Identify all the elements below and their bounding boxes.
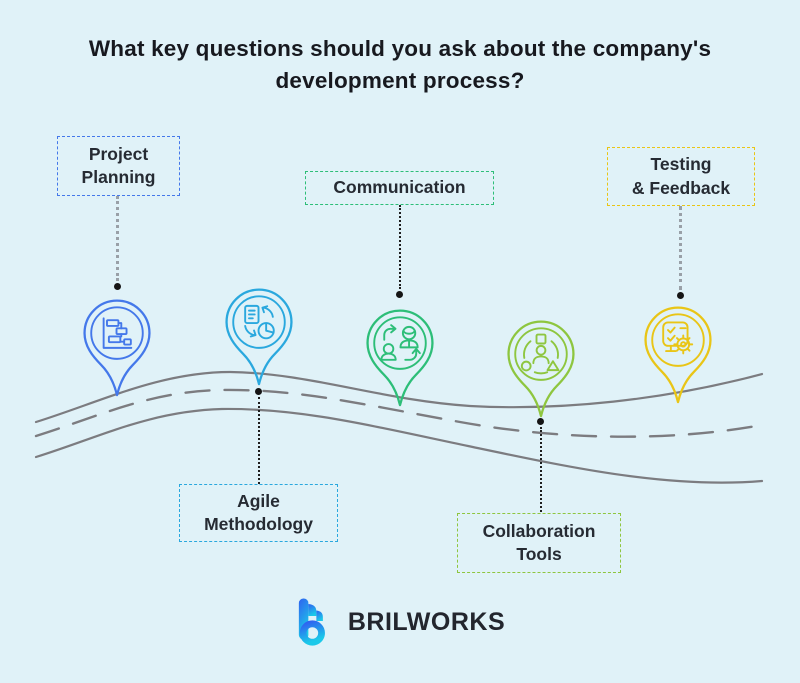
connector-project-planning <box>116 196 119 281</box>
pin-outline <box>366 309 434 407</box>
road-bottom-edge <box>34 407 764 484</box>
connector-dot <box>396 291 403 298</box>
connector-testing-feedback <box>679 206 682 290</box>
map-pin-testing-feedback <box>636 300 720 405</box>
label-text: Testing <box>650 154 712 175</box>
label-box-testing-feedback: Testing & Feedback <box>607 147 755 206</box>
page-title: What key questions should you ask about … <box>0 33 800 97</box>
page-title-line1: What key questions should you ask about … <box>88 36 712 61</box>
pin-inner-circle <box>232 295 286 349</box>
label-box-collaboration-tools: Collaboration Tools <box>457 513 621 573</box>
brand-logo: BRILWORKS <box>295 597 505 647</box>
people-exchange-icon <box>380 324 421 361</box>
pin-outline <box>507 320 575 418</box>
document-refresh-icon <box>244 304 275 340</box>
map-pin-agile-methodology <box>217 282 301 387</box>
brilworks-logo-icon <box>298 598 325 646</box>
label-box-project-planning: Project Planning <box>57 136 180 196</box>
label-text: Tools <box>516 544 562 564</box>
page-title-line2: development process? <box>275 67 525 93</box>
brand-name: BRILWORKS <box>347 607 506 636</box>
checklist-gear-icon <box>662 321 694 355</box>
pin-inner-circle <box>90 306 144 360</box>
connector-dot <box>114 283 121 290</box>
connector-agile-methodology <box>258 397 260 484</box>
map-pin-collaboration-tools <box>499 314 583 419</box>
label-text: Collaboration <box>482 520 596 541</box>
map-pin-project-planning <box>75 293 159 398</box>
label-text: Methodology <box>204 514 313 534</box>
user-shapes-icon <box>520 333 560 375</box>
connector-collaboration-tools <box>540 427 542 512</box>
pin-outline <box>225 288 293 386</box>
connector-dot <box>537 418 544 425</box>
label-text: Planning <box>81 167 156 187</box>
label-text: Communication <box>333 177 466 198</box>
label-text: Agile <box>237 490 280 511</box>
pin-inner-circle <box>514 327 568 381</box>
road-lines <box>34 370 764 484</box>
label-box-agile-methodology: Agile Methodology <box>179 484 338 542</box>
pin-outline <box>644 306 712 404</box>
gantt-chart-icon <box>102 317 133 349</box>
connector-dot <box>677 292 684 299</box>
pin-inner-circle <box>651 313 705 367</box>
pin-outline <box>83 299 151 397</box>
road-top-edge <box>34 370 764 424</box>
label-box-communication: Communication <box>305 171 494 205</box>
pin-inner-circle <box>373 316 427 370</box>
road-center-dashed-line <box>34 388 764 438</box>
map-pin-communication <box>358 303 442 408</box>
connector-communication <box>399 205 401 289</box>
connector-dot <box>255 388 262 395</box>
label-text: Project <box>88 143 149 164</box>
label-text: & Feedback <box>631 177 731 198</box>
